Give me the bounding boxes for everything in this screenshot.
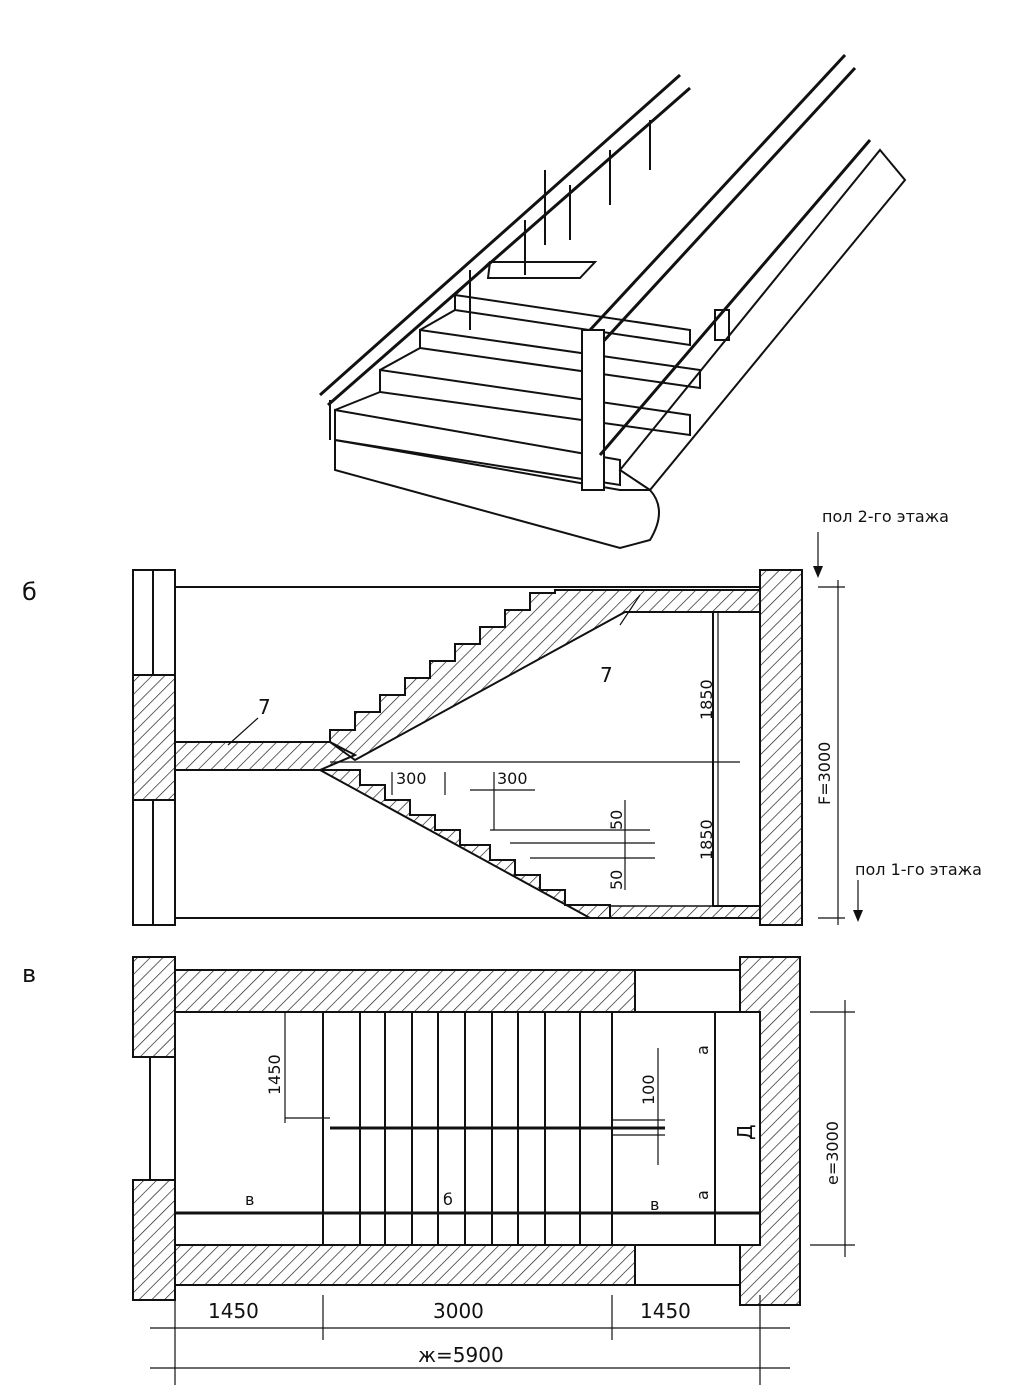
section-b: б 7 7 1850 1850 F=3000 (22, 507, 982, 926)
plan-left-wall-top (132, 956, 176, 1058)
landing-mark: Д (733, 1124, 757, 1140)
mark-a-bottom: а (693, 1190, 712, 1200)
right-wall (759, 569, 803, 926)
dim-left: 1450 (208, 1299, 259, 1323)
mark-b: б (443, 1190, 453, 1209)
dim-right: 1450 (640, 1299, 691, 1323)
dim-middle: 3000 (433, 1299, 484, 1323)
perspective-steps (334, 261, 701, 550)
plan-bottom-wall (174, 1244, 636, 1286)
tread-width-2: 300 (497, 769, 528, 788)
stringer-mark-left: 7 (258, 695, 271, 719)
plan-treads (322, 1012, 665, 1245)
upper-flight-height: 1850 (697, 679, 716, 720)
bottom-floor-label: пол 1-го этажа (855, 860, 982, 879)
section-b-letter: б (22, 578, 37, 606)
lower-flight (319, 769, 611, 919)
perspective-stringer (598, 139, 907, 492)
left-handrail (319, 73, 691, 440)
march-width: 1450 (265, 1054, 284, 1095)
total-height: F=3000 (815, 742, 834, 805)
plan-top-wall (174, 969, 636, 1013)
perspective-view (319, 53, 907, 550)
upper-flight (329, 589, 761, 762)
overhang-2: 50 (607, 870, 626, 890)
tread-width-1: 300 (396, 769, 427, 788)
total-width: е=3000 (823, 1121, 842, 1185)
landing-slab (174, 741, 358, 771)
top-floor-label: пол 2-го этажа (822, 507, 949, 526)
total-length: ж=5900 (418, 1343, 504, 1367)
plan-left-wall-bottom (132, 1179, 176, 1301)
stringer-mark-right: 7 (600, 663, 613, 687)
lower-flight-height: 1850 (697, 819, 716, 860)
right-handrail (581, 53, 857, 491)
overhang-1: 50 (607, 810, 626, 830)
mark-v-right: в (650, 1195, 659, 1214)
landing-d (714, 1011, 761, 1246)
section-v-plan: в в б в (22, 956, 855, 1385)
mark-a-top: а (693, 1045, 712, 1055)
gap: 100 (639, 1074, 658, 1105)
section-v-letter: в (22, 960, 36, 988)
mark-v-left: в (245, 1190, 254, 1209)
